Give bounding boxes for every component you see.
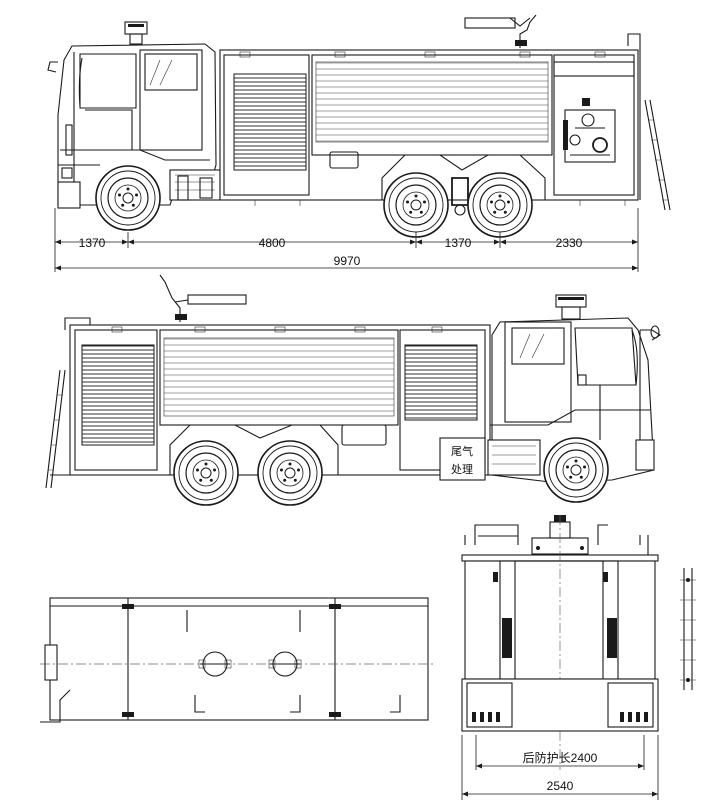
dimension-front-overhang: 1370: [79, 236, 106, 250]
exhaust-label-bottom: 处理: [451, 463, 473, 476]
top-view: [40, 597, 435, 723]
rear-guard-length-label: 后防护长2400: [523, 750, 598, 765]
exhaust-label-top: 尾气: [451, 444, 473, 458]
dimension-wheelbase: 4800: [259, 236, 286, 250]
side-view-cab-left: 1370 4800 1370 2330 9970: [47, 14, 671, 272]
side-view-cab-right: 尾气 处理: [45, 274, 662, 506]
rear-lights-left: [472, 712, 500, 722]
side-dimension-lines: [54, 208, 639, 272]
pump-equipment: [563, 98, 616, 163]
rear-overall-width-label: 2540: [547, 779, 574, 793]
rear-view: 后防护长2400 2540: [461, 515, 696, 800]
dimension-rear-overhang: 2330: [556, 236, 583, 250]
rear-lights-right: [620, 712, 648, 722]
dimension-axle-spacing: 1370: [445, 236, 472, 250]
dimension-overall-length: 9970: [334, 254, 361, 268]
